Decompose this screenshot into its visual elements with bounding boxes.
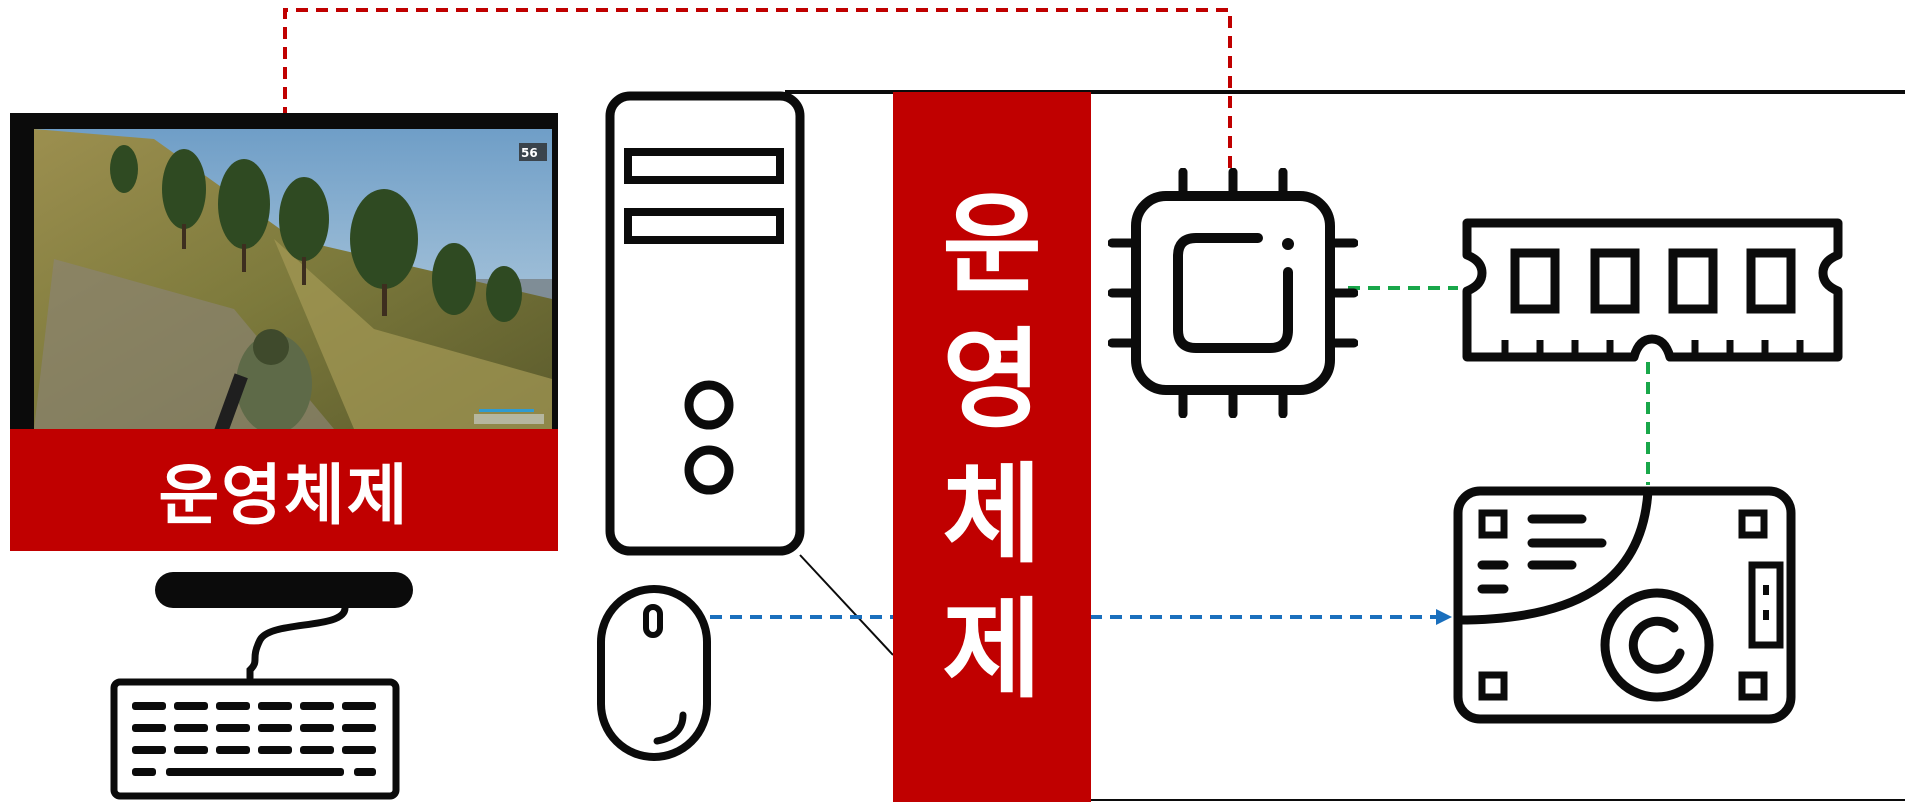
- cpu-to-monitor-link: [283, 8, 1232, 168]
- os-char-3: 체: [942, 453, 1042, 578]
- ram-icon: [1462, 218, 1843, 362]
- monitor-os-label-band: 운영체제: [10, 429, 558, 551]
- os-char-1: 운: [942, 183, 1042, 308]
- os-char-2: 영: [942, 318, 1042, 443]
- monitor: 56 운영체제: [10, 113, 558, 551]
- keyboard-icon: [110, 678, 400, 800]
- frame-diagonal-edge: [799, 554, 894, 656]
- game-screenshot: 56: [34, 129, 552, 429]
- os-vertical-band: 운 영 체 제: [893, 92, 1091, 802]
- os-char-4: 제: [942, 588, 1042, 713]
- pc-tower-icon: [605, 91, 805, 556]
- mouse-icon: [597, 585, 711, 761]
- storage-arrowhead: [1436, 609, 1452, 625]
- monitor-os-label: 운영체제: [158, 457, 410, 534]
- monitor-stand: [155, 572, 413, 682]
- hard-drive-icon: [1453, 486, 1796, 724]
- cpu-icon: [1108, 168, 1358, 418]
- hud-fps-counter: 56: [521, 146, 538, 160]
